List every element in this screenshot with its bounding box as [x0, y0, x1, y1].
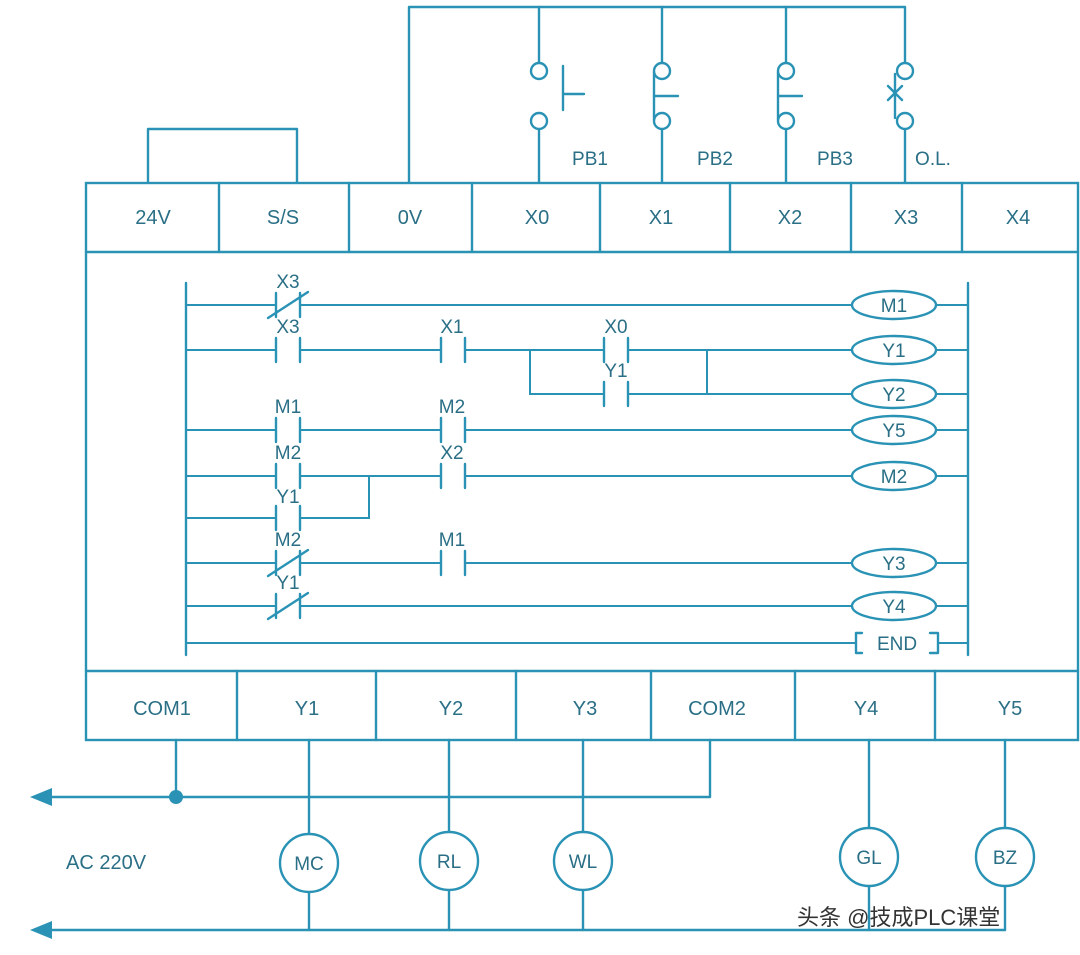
coil-y4-icon: [850, 590, 938, 622]
contact-label: Y1: [276, 573, 299, 594]
load-mc-icon: [278, 832, 340, 894]
terminal-x2: X2: [778, 207, 802, 229]
contact-m1-icon: [439, 549, 467, 577]
contact-y1-nc-icon: [266, 591, 310, 621]
coil-label: Y1: [882, 341, 905, 362]
contact-label: X3: [276, 272, 299, 293]
load-label: WL: [569, 852, 598, 873]
arrow-left-icon: [30, 788, 52, 806]
coil-y1-icon: [850, 334, 938, 366]
contact-x3-nc-icon: [266, 290, 310, 320]
contact-label: M1: [275, 397, 301, 418]
contact-label: M2: [275, 443, 301, 464]
coil-y3-icon: [850, 547, 938, 579]
watermark: 头条 @技成PLC课堂: [797, 905, 1000, 930]
contact-x1-icon: [439, 336, 467, 364]
terminal-x1: X1: [649, 207, 673, 229]
contact-m2-nc-icon: [266, 548, 310, 578]
coil-m1-icon: [850, 289, 938, 321]
coil-label: Y3: [882, 554, 905, 575]
pb3-switch-icon: [776, 61, 804, 131]
arrow-left-icon: [30, 921, 52, 939]
contact-x2-icon: [439, 462, 467, 490]
coil-label: Y5: [882, 421, 905, 442]
contact-x3-icon: [274, 336, 302, 364]
terminal-y2: Y2: [439, 698, 463, 720]
coil-label: M2: [881, 467, 907, 488]
contact-m1-icon: [274, 416, 302, 444]
terminal-x4: X4: [1006, 207, 1030, 229]
contact-label: M2: [275, 530, 301, 551]
output-wiring: [30, 738, 1007, 939]
pb1-switch-icon: [529, 61, 586, 131]
load-gl-icon: [838, 826, 900, 888]
plc-body: [84, 181, 1080, 742]
coil-label: M1: [881, 296, 907, 317]
coil-m2-icon: [850, 460, 938, 492]
pb2-label: PB2: [697, 149, 733, 170]
coil-label: Y2: [882, 385, 905, 406]
load-wl-icon: [552, 830, 614, 892]
contact-m2-icon: [439, 416, 467, 444]
contact-y1-icon: [274, 504, 302, 532]
junction-dot: [169, 790, 183, 804]
coil-y5-icon: [850, 414, 938, 446]
terminal-y3: Y3: [573, 698, 597, 720]
terminal-24v: 24V: [135, 207, 171, 229]
load-rl-icon: [418, 830, 480, 892]
load-label: BZ: [993, 848, 1018, 869]
coil-label: Y4: [882, 597, 906, 618]
contact-label: M1: [439, 530, 465, 551]
contact-label: Y1: [276, 487, 299, 508]
pb1-label: PB1: [572, 149, 608, 170]
terminal-y1: Y1: [295, 698, 319, 720]
terminal-com2: COM2: [688, 698, 746, 720]
terminal-ss: S/S: [267, 207, 299, 229]
load-label: MC: [294, 854, 324, 875]
terminal-y5: Y5: [998, 698, 1022, 720]
input-wiring: [146, 5, 907, 186]
overload-contact-icon: [886, 61, 915, 131]
pb3-label: PB3: [817, 149, 853, 170]
end-label: END: [877, 634, 917, 655]
terminal-x0: X0: [525, 207, 549, 229]
pb2-switch-icon: [652, 61, 680, 131]
terminal-com1: COM1: [133, 698, 191, 720]
contact-label: X0: [604, 317, 627, 338]
load-label: GL: [856, 848, 881, 869]
contact-label: M2: [439, 397, 465, 418]
terminal-y4: Y4: [854, 698, 878, 720]
contact-x0-icon: [602, 336, 630, 364]
bottom-terminal-strip: COM1 Y1 Y2 Y3 COM2 Y4 Y5: [133, 669, 1022, 742]
terminal-x3: X3: [894, 207, 918, 229]
end-instruction-icon: [854, 631, 940, 655]
contact-m2-icon: [274, 462, 302, 490]
contact-label: Y1: [604, 361, 627, 382]
contact-label: X2: [440, 443, 463, 464]
contact-label: X3: [276, 317, 299, 338]
load-bz-icon: [974, 826, 1036, 888]
supply-label: AC 220V: [66, 852, 147, 874]
ol-label: O.L.: [915, 149, 951, 170]
ladder-program: X3 X3 X1 X0 Y1 M1 M2 M2 X2 Y1 M2 M1 Y1 M…: [184, 272, 970, 657]
terminal-0v: 0V: [398, 207, 423, 229]
top-terminal-strip: 24V S/S 0V X0 X1 X2 X3 X4: [135, 181, 1030, 254]
load-label: RL: [437, 852, 461, 873]
coil-y2-icon: [850, 378, 938, 410]
contact-y1-icon: [602, 380, 630, 408]
contact-label: X1: [440, 317, 463, 338]
